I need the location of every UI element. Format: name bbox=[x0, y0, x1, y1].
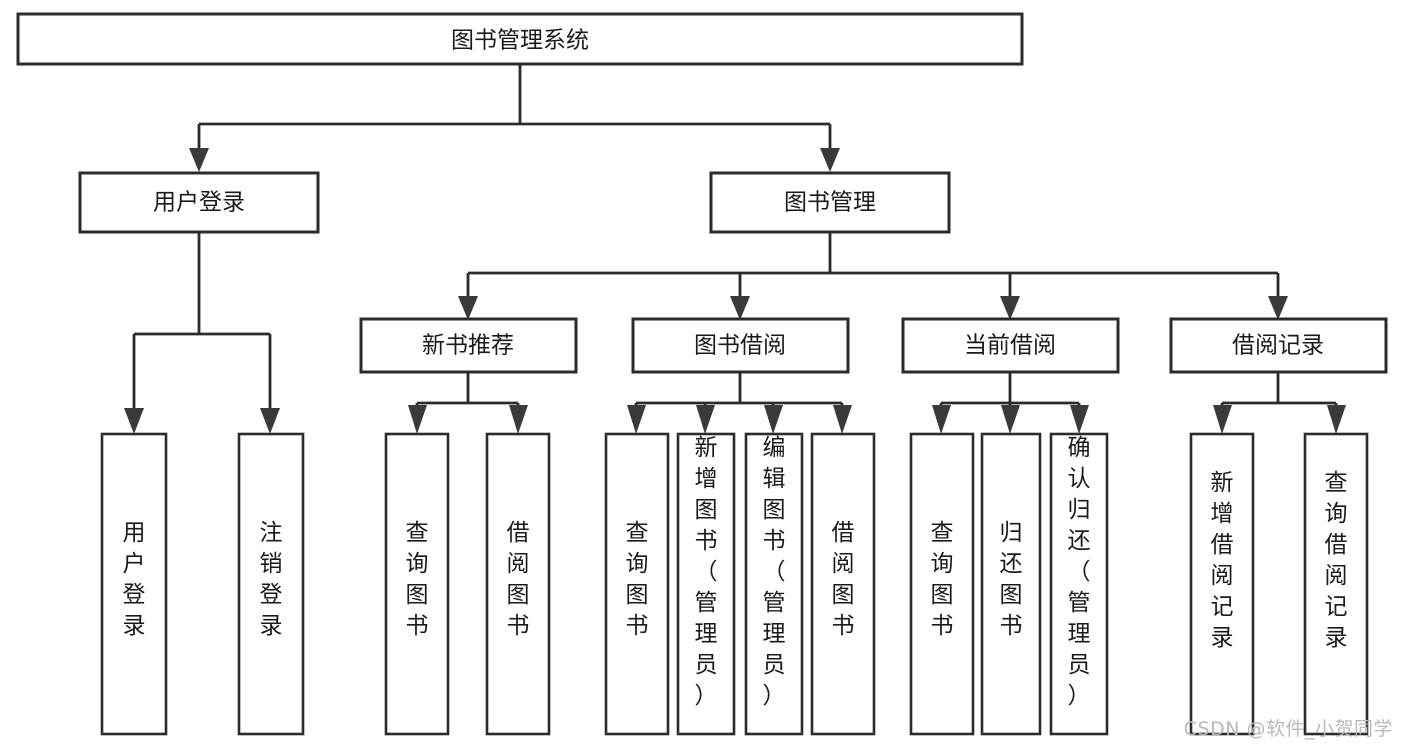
root-label: 图书管理系统 bbox=[451, 28, 589, 54]
node-book-manage[interactable]: 图书管理 bbox=[709, 171, 951, 234]
node-leaf-query-book-1[interactable]: 查询图书 bbox=[384, 432, 450, 736]
arrow-leaf-query-book-2 bbox=[627, 405, 646, 434]
leaf-borrow-book-1-label: 借阅图书 bbox=[507, 520, 530, 639]
leaf-add-book-label: 新增图书（管理员） bbox=[695, 435, 718, 709]
leaf-query-book-3-box[interactable] bbox=[909, 432, 975, 736]
node-user-login[interactable]: 用户登录 bbox=[78, 171, 320, 234]
leaf-add-record-label: 新增借阅记录 bbox=[1211, 470, 1234, 651]
leaf-logout-label: 注销登录 bbox=[260, 520, 283, 639]
user-login-label: 用户登录 bbox=[153, 190, 245, 216]
arrow-to-current-borrow bbox=[1000, 296, 1020, 320]
arrow-leaf-return-book bbox=[1001, 405, 1020, 434]
arrow-leaf-logout bbox=[260, 408, 280, 434]
user-login-box[interactable] bbox=[78, 171, 320, 234]
leaf-query-record-box[interactable] bbox=[1303, 432, 1369, 736]
leaf-confirm-return-label: 确认归还（管理员） bbox=[1068, 435, 1091, 709]
node-leaf-return-book[interactable]: 归还图书 bbox=[980, 432, 1042, 736]
borrow-record-label: 借阅记录 bbox=[1232, 333, 1324, 359]
arrow-leaf-query-book-1 bbox=[408, 405, 427, 434]
node-leaf-query-book-3[interactable]: 查询图书 bbox=[909, 432, 975, 736]
node-borrow-record[interactable]: 借阅记录 bbox=[1169, 317, 1388, 374]
leaf-borrow-book-1-box[interactable] bbox=[485, 432, 551, 736]
arrow-leaf-edit-book bbox=[764, 405, 783, 434]
leaf-add-book-box[interactable] bbox=[676, 432, 736, 736]
node-new-book-recommend[interactable]: 新书推荐 bbox=[359, 317, 578, 374]
arrow-leaf-query-record bbox=[1327, 405, 1346, 434]
node-leaf-add-book[interactable]: 新增图书（管理员） bbox=[676, 432, 736, 736]
arrow-leaf-user-login bbox=[124, 408, 144, 434]
current-borrow-label: 当前借阅 bbox=[964, 333, 1056, 359]
arrow-leaf-confirm-return bbox=[1070, 405, 1089, 434]
leaf-borrow-book-2-label: 借阅图书 bbox=[832, 520, 855, 639]
node-root[interactable]: 图书管理系统 bbox=[16, 12, 1024, 66]
leaf-query-record-label: 查询借阅记录 bbox=[1325, 470, 1348, 651]
leaf-query-book-1-label: 查询图书 bbox=[406, 520, 429, 639]
leaf-query-book-2-label: 查询图书 bbox=[626, 520, 649, 639]
book-borrow-box[interactable] bbox=[631, 317, 850, 374]
book-borrow-label: 图书借阅 bbox=[694, 333, 786, 359]
leaf-query-book-2-box[interactable] bbox=[604, 432, 670, 736]
leaf-query-book-3-label: 查询图书 bbox=[931, 520, 954, 639]
node-leaf-logout[interactable]: 注销登录 bbox=[237, 432, 305, 736]
leaf-confirm-return-box[interactable] bbox=[1049, 432, 1109, 736]
leaf-edit-book-box[interactable] bbox=[744, 432, 804, 736]
current-borrow-box[interactable] bbox=[901, 317, 1120, 374]
arrow-to-user-login bbox=[189, 148, 209, 172]
new-book-recommend-box[interactable] bbox=[359, 317, 578, 374]
node-leaf-edit-book[interactable]: 编辑图书（管理员） bbox=[744, 432, 804, 736]
leaf-user-login-box[interactable] bbox=[100, 432, 168, 736]
node-leaf-add-record[interactable]: 新增借阅记录 bbox=[1189, 432, 1255, 736]
arrow-leaf-query-book-3 bbox=[932, 405, 951, 434]
leaf-return-book-box[interactable] bbox=[980, 432, 1042, 736]
arrow-leaf-borrow-book-2 bbox=[833, 405, 852, 434]
arrow-to-borrow-record bbox=[1268, 296, 1288, 320]
arrow-to-new-book-recommend bbox=[458, 296, 478, 320]
new-book-recommend-label: 新书推荐 bbox=[422, 333, 514, 359]
node-leaf-query-book-2[interactable]: 查询图书 bbox=[604, 432, 670, 736]
borrow-record-box[interactable] bbox=[1169, 317, 1388, 374]
node-book-borrow[interactable]: 图书借阅 bbox=[631, 317, 850, 374]
node-current-borrow[interactable]: 当前借阅 bbox=[901, 317, 1120, 374]
leaf-return-book-label: 归还图书 bbox=[1000, 520, 1023, 639]
node-leaf-borrow-book-2[interactable]: 借阅图书 bbox=[810, 432, 876, 736]
leaf-query-book-1-box[interactable] bbox=[384, 432, 450, 736]
root-box[interactable] bbox=[16, 12, 1024, 66]
edge-layer bbox=[124, 64, 1346, 434]
leaf-edit-book-label: 编辑图书（管理员） bbox=[763, 435, 786, 709]
node-leaf-confirm-return[interactable]: 确认归还（管理员） bbox=[1049, 432, 1109, 736]
arrow-leaf-borrow-book-1 bbox=[509, 405, 528, 434]
book-manage-box[interactable] bbox=[709, 171, 951, 234]
arrow-leaf-add-book bbox=[696, 405, 715, 434]
arrow-to-book-manage bbox=[820, 148, 840, 172]
book-manage-label: 图书管理 bbox=[784, 190, 876, 216]
leaf-add-record-box[interactable] bbox=[1189, 432, 1255, 736]
arrow-leaf-add-record bbox=[1213, 405, 1232, 434]
csdn-watermark: CSDN @软件_小贺同学 bbox=[1183, 718, 1393, 740]
leaf-user-login-label: 用户登录 bbox=[123, 520, 146, 639]
arrow-to-book-borrow bbox=[730, 296, 750, 320]
node-leaf-borrow-book-1[interactable]: 借阅图书 bbox=[485, 432, 551, 736]
node-leaf-query-record[interactable]: 查询借阅记录 bbox=[1303, 432, 1369, 736]
leaf-borrow-book-2-box[interactable] bbox=[810, 432, 876, 736]
leaf-logout-box[interactable] bbox=[237, 432, 305, 736]
node-leaf-user-login[interactable]: 用户登录 bbox=[100, 432, 168, 736]
